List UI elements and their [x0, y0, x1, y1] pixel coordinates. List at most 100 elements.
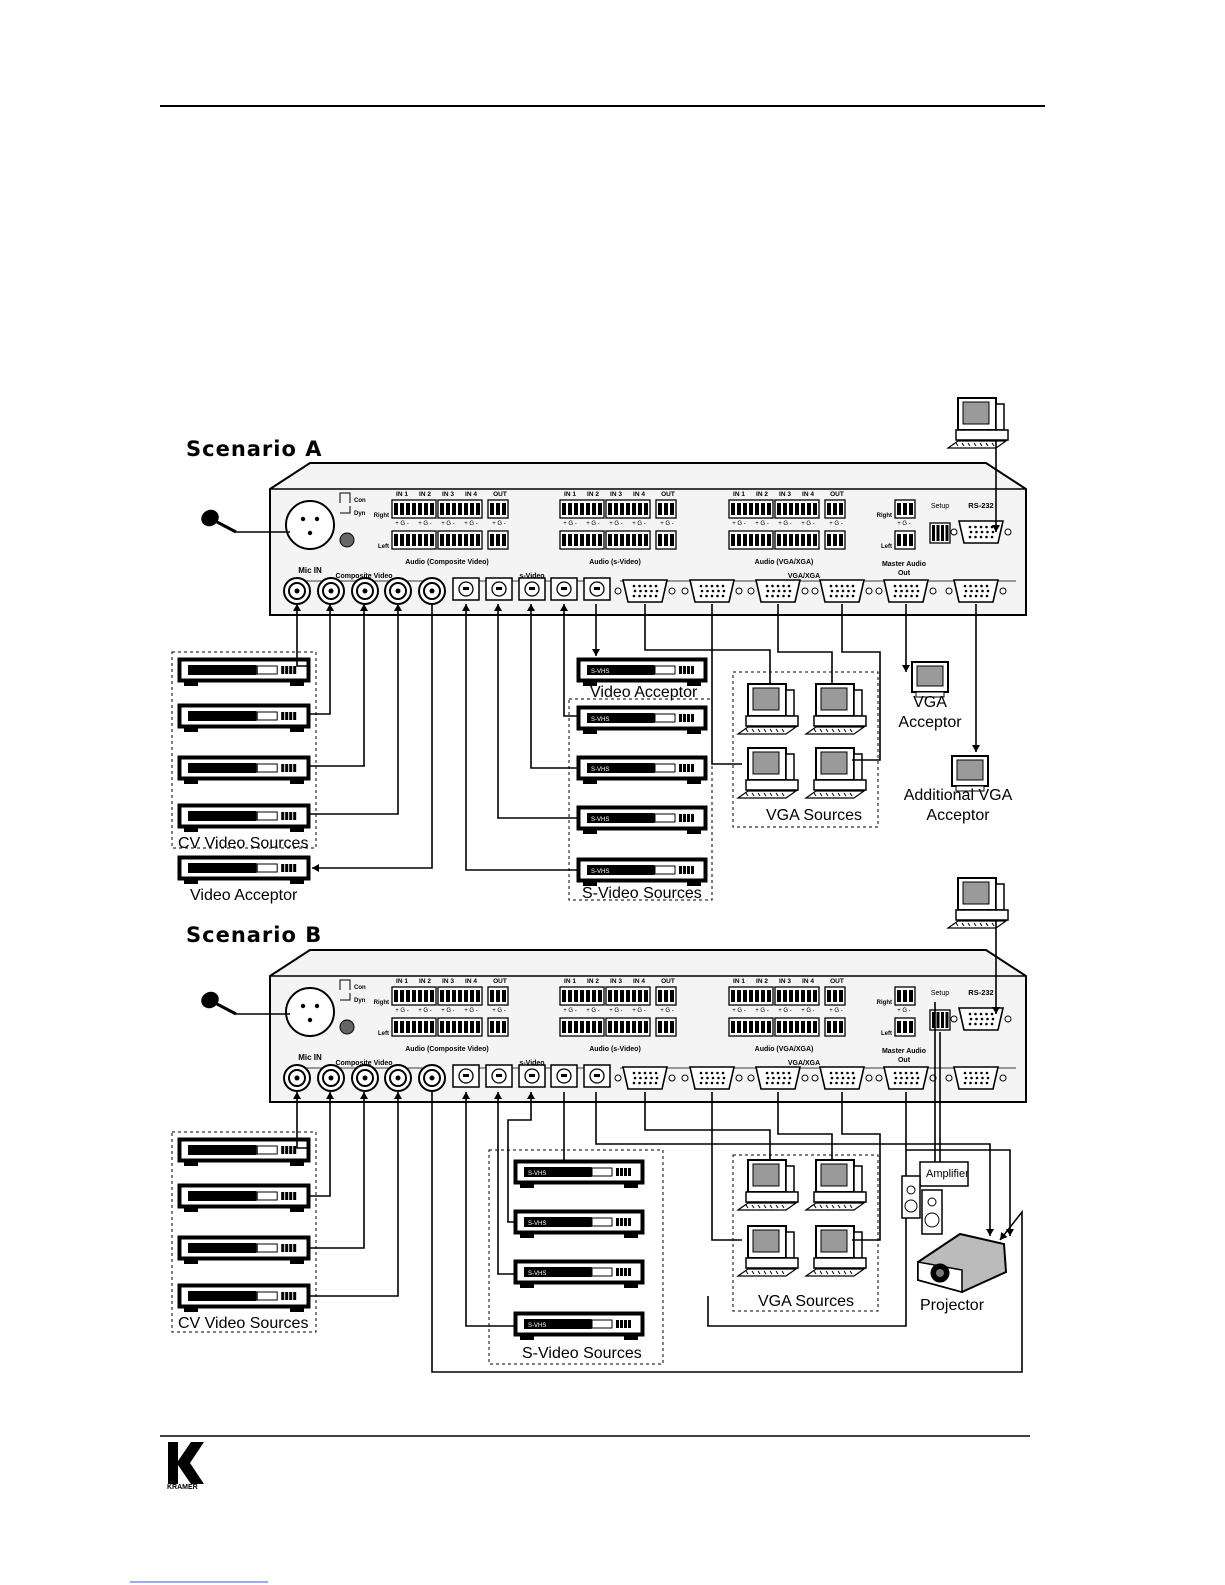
- vga-port-scaler_out-pin: [980, 1081, 983, 1085]
- audio-in2-label: IN 2: [587, 978, 599, 985]
- rs232-connector-pin: [985, 535, 988, 539]
- audio-left-terminal-pin: [620, 534, 624, 546]
- vga-pc-1-b-side: [785, 1165, 795, 1193]
- vga-port-in2-pin: [710, 594, 714, 598]
- vga-port-in4-pin: [846, 594, 849, 598]
- vga-pc-2-b-keyboard: [804, 1202, 866, 1211]
- sv-vcr-a-4-display: [654, 865, 676, 875]
- audio-out-left-terminal-pin: [658, 1021, 662, 1033]
- vga-port-out-pin: [899, 594, 902, 598]
- audio-right-terminal-pin: [562, 503, 566, 515]
- vga-pc-1-a-key: [745, 728, 749, 733]
- vga-pc-1-b-key: [775, 1204, 779, 1209]
- vga-port-in3-pin: [782, 1081, 785, 1085]
- cv-vcr-b-4-btn: [285, 1292, 289, 1300]
- vga-port-in1-screw: [614, 1074, 622, 1082]
- sv-out-wire-a-arrow: [592, 649, 600, 656]
- audio-right-terminal-pin: [394, 990, 398, 1002]
- cv-bnc-in1-pin: [294, 588, 300, 594]
- audio-left-terminal-pin: [562, 534, 566, 546]
- pin-legend: + G -: [441, 521, 455, 527]
- vga-port-in1-pin: [633, 589, 637, 593]
- pin-legend: + G -: [563, 521, 577, 527]
- audio-left-terminal-pin: [412, 534, 416, 546]
- audio-left-terminal-pin: [737, 1021, 741, 1033]
- vga-port-in2-pin: [700, 589, 704, 593]
- rs232-connector-pin: [974, 525, 977, 529]
- vga-port-in2-pin: [705, 1071, 708, 1075]
- vga-port-in1-pin: [632, 594, 636, 598]
- master-audio-label: Master Audio: [882, 561, 926, 568]
- sv-wire-3-b-arrow: [527, 1092, 535, 1099]
- master-audio-left-pin: [897, 534, 901, 546]
- pin-legend: + G -: [897, 1008, 911, 1014]
- audio-out-left-terminal-pin: [658, 534, 662, 546]
- sv-acceptor-vcr-a-btn: [687, 666, 690, 674]
- vga-port-out-pin: [900, 589, 903, 593]
- vga-port-out-pin: [911, 1076, 914, 1080]
- cv-vcr-a-2-btn: [281, 712, 285, 720]
- vga-port-in3-pin: [771, 584, 774, 588]
- cv-vcr-a-2-foot: [184, 728, 198, 732]
- cv-vcr-a-1-btn: [293, 666, 297, 674]
- vga-port-in3-pin: [765, 1081, 769, 1085]
- audio-left-terminal-pin: [446, 534, 450, 546]
- audio-out-left-terminal-pin: [827, 534, 831, 546]
- sv-vcr-b-3-slot: [524, 1267, 592, 1277]
- vga-port-scaler_out-screw: [945, 1074, 953, 1082]
- audio-left-terminal-pin: [737, 534, 741, 546]
- vga-pc-1-b-key: [757, 1204, 761, 1209]
- vga-pc-2-a-key: [849, 728, 853, 733]
- vga-port-in2-pin: [716, 594, 719, 598]
- vga-port-in3-pin: [783, 589, 786, 593]
- vga-port-in3-pin: [765, 1071, 769, 1075]
- vga-port-out-pin: [915, 1071, 919, 1075]
- audio-group-label: Audio (VGA/XGA): [755, 1046, 814, 1053]
- vga-port-scaler_out-screw: [999, 1074, 1007, 1082]
- sv-port-in2-key: [496, 587, 502, 590]
- vga-pc-3-b-screen: [752, 1229, 780, 1253]
- sv-vcr-a-4-btn: [683, 866, 686, 874]
- rs232-connector-pin: [985, 1012, 988, 1016]
- sv-vcr-b-2-btn: [624, 1218, 627, 1226]
- audio-left-terminal-pin: [412, 1021, 416, 1033]
- audio-group-label: Audio (Composite Video): [405, 559, 488, 566]
- audio-right-terminal-pin: [755, 503, 759, 515]
- vga-port-in4-pin: [841, 589, 845, 593]
- vga-port-scaler_out-pin: [986, 1076, 990, 1080]
- amplifier-label: Amplifier: [926, 1168, 969, 1180]
- vga-pc-1-b-key: [751, 1204, 755, 1209]
- master-audio-left-pin: [903, 1021, 907, 1033]
- cv-vcr-b-2-slot: [188, 1191, 257, 1201]
- vga-port-in2-pin: [710, 1081, 714, 1085]
- audio-right-terminal-pin: [592, 990, 596, 1002]
- cv-bnc-in1-pin: [294, 1075, 300, 1081]
- vga-port-in1-pin: [638, 1071, 641, 1075]
- cv-out-to-projector-arrow: [1000, 1232, 1008, 1240]
- cv-vcr-b-1-btn: [281, 1146, 285, 1154]
- sv-vcr-a-1-foot: [583, 730, 597, 734]
- audio-left-terminal-pin: [608, 1021, 612, 1033]
- vga-port-in4-pin: [829, 594, 833, 598]
- audio-left-terminal-pin: [620, 1021, 624, 1033]
- vga-port-in3-pin: [766, 1076, 770, 1080]
- vga-port-scaler_out-pin: [981, 589, 984, 593]
- vga-port-scaler_out-pin: [980, 594, 983, 598]
- rs232-connector-pin: [990, 535, 994, 539]
- cv-vcr-a-1-foot: [184, 682, 198, 686]
- vga-port-in1-pin: [632, 1081, 636, 1085]
- vga-port-scaler_out-pin: [964, 1076, 968, 1080]
- vga-port-in2-pin: [699, 1081, 703, 1085]
- projector-lens-glass: [936, 1269, 944, 1277]
- cv-bnc-in3-pin: [362, 1075, 368, 1081]
- audio-in4-label: IN 4: [802, 978, 814, 985]
- audio-left-terminal-pin: [801, 534, 805, 546]
- vga-port-in1-pin: [633, 1076, 637, 1080]
- audio-right-terminal-pin: [598, 990, 602, 1002]
- vga-port-in4-pin: [851, 594, 855, 598]
- vga-port-scaler_out-pin: [964, 589, 968, 593]
- audio-left-terminal-pin: [424, 534, 428, 546]
- vga-pc-4-a-side: [853, 753, 863, 781]
- vga-port-in4-pin: [846, 584, 849, 588]
- vga-port-out-pin: [916, 1076, 920, 1080]
